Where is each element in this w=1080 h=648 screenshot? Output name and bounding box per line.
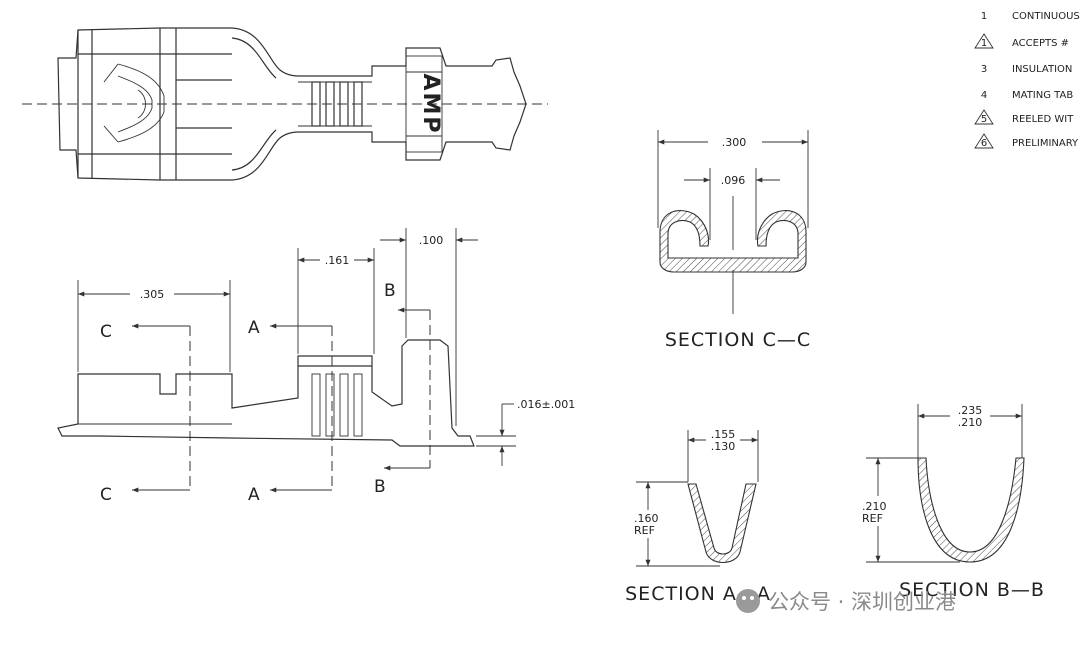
section-b-b: .235 .210 .210 REF SECTION B—B	[862, 404, 1045, 601]
note-marker-5: 5	[981, 114, 987, 125]
section-c-c: .300 .096 SECTION C—C	[657, 130, 811, 351]
cut-label-a-bottom: A	[248, 485, 260, 505]
dim-300: .300	[722, 136, 747, 149]
dim-096: .096	[721, 174, 746, 187]
dim-130: .130	[711, 440, 736, 453]
note-text-5: REELED WIT	[1012, 114, 1074, 125]
note-marker-4: 4	[981, 90, 987, 101]
section-title-bb: SECTION B—B	[899, 579, 1045, 601]
top-view: AMP	[22, 27, 548, 181]
note-marker-3: 3	[981, 64, 987, 75]
watermark-text: 公众号 · 深圳创业港	[768, 590, 956, 614]
dim-100: .100	[419, 234, 444, 247]
note-triangle-6	[974, 133, 994, 149]
cut-label-a-top: A	[248, 318, 260, 338]
note-text-4: MATING TAB	[1012, 90, 1073, 101]
note-marker-2: 1	[981, 38, 987, 49]
note-marker-6: 6	[981, 138, 987, 149]
cut-label-c-top: C	[100, 322, 112, 342]
watermark: 公众号 · 深圳创业港	[736, 589, 956, 614]
ref-label-bb: REF	[862, 512, 883, 525]
note-text-6: PRELIMINARY	[1012, 138, 1079, 149]
dim-016: .016±.001	[517, 398, 575, 411]
dim-160: .160	[634, 512, 659, 525]
section-a-a: .155 .130 .160 REF SECTION A—A	[625, 428, 771, 605]
cut-label-c-bottom: C	[100, 485, 112, 505]
ref-label-aa: REF	[634, 524, 655, 537]
section-title-aa: SECTION A—A	[625, 583, 771, 605]
dim-161: .161	[325, 254, 350, 267]
note-text-2: ACCEPTS #	[1012, 38, 1069, 49]
note-marker-1: 1	[981, 11, 987, 22]
dim-155: .155	[711, 428, 736, 441]
section-title-cc: SECTION C—C	[665, 329, 811, 351]
note-triangle-5	[974, 109, 994, 125]
side-view: C C A A B B .305 .161 .100 .016±.001	[57, 228, 575, 505]
dim-235: .235	[958, 404, 983, 417]
cut-label-b-top: B	[384, 281, 396, 301]
dim-305: .305	[140, 288, 165, 301]
note-triangle-1	[974, 33, 994, 49]
dim-210-ref: .210	[862, 500, 887, 513]
amp-logo: AMP	[418, 73, 443, 134]
cut-label-b-bottom: B	[374, 477, 386, 497]
wechat-icon	[736, 589, 760, 613]
notes-list: 1 CONTINUOUS 1 ACCEPTS # 3 INSULATION 4 …	[974, 11, 1080, 149]
dim-210: .210	[958, 416, 983, 429]
note-text-3: INSULATION	[1012, 64, 1072, 75]
note-text-1: CONTINUOUS	[1012, 11, 1080, 22]
